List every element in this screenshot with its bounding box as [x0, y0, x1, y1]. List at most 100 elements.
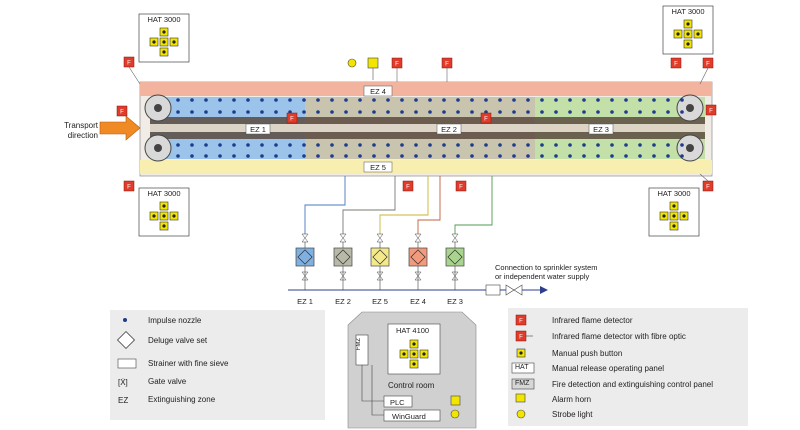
transport-label-1: Transport [64, 121, 99, 130]
roller-left-top [144, 94, 172, 122]
impulse-nozzle [246, 154, 250, 158]
transport-direction: Transport direction [64, 115, 141, 141]
impulse-nozzle [372, 143, 376, 147]
impulse-nozzle [512, 154, 516, 158]
impulse-nozzle [624, 110, 628, 114]
zone-label-ez1: EZ 1 [250, 125, 266, 134]
roller-right-top [676, 94, 704, 122]
impulse-nozzle [288, 98, 292, 102]
impulse-nozzle [652, 143, 656, 147]
impulse-nozzle [204, 154, 208, 158]
impulse-nozzle [456, 143, 460, 147]
deluge-valve-set: EZ 5 [370, 233, 390, 306]
impulse-nozzle [610, 154, 614, 158]
impulse-nozzle [344, 143, 348, 147]
impulse-nozzle [176, 143, 180, 147]
manual-push-button-icon [693, 29, 703, 39]
impulse-nozzle [512, 143, 516, 147]
manual-push-button-icon [159, 211, 169, 221]
flame-detector-letter: F [706, 62, 710, 68]
impulse-nozzle [302, 143, 306, 147]
impulse-nozzle [680, 143, 684, 147]
impulse-nozzle [400, 98, 404, 102]
flame-detector-letter: F [445, 62, 449, 68]
legend-left: [Ẋ] EZ [110, 310, 325, 420]
impulse-nozzle [456, 154, 460, 158]
impulse-nozzle [302, 154, 306, 158]
impulse-nozzle [596, 98, 600, 102]
impulse-nozzle [218, 110, 222, 114]
impulse-nozzle [540, 154, 544, 158]
impulse-nozzle [316, 98, 320, 102]
zone-ez4-band [140, 82, 712, 96]
impulse-nozzle [652, 110, 656, 114]
strainer-icon [485, 284, 501, 296]
gate-valve-icon [505, 284, 515, 296]
impulse-nozzle [470, 110, 474, 114]
impulse-nozzle [176, 98, 180, 102]
impulse-nozzle [666, 143, 670, 147]
zone-label-ez5: EZ 5 [370, 163, 386, 172]
impulse-nozzle [610, 98, 614, 102]
impulse-nozzle [414, 143, 418, 147]
impulse-nozzle [582, 143, 586, 147]
flame-detector-letter: F [395, 62, 399, 68]
manual-push-button-icon [409, 339, 419, 349]
impulse-nozzle [554, 110, 558, 114]
impulse-nozzle [652, 98, 656, 102]
hat-title-top-right: HAT 3000 [671, 7, 704, 16]
impulse-nozzle [526, 154, 530, 158]
impulse-nozzle [456, 110, 460, 114]
manual-push-button-icon [683, 29, 693, 39]
gate-valve-legend-icon: [Ẋ] [118, 378, 128, 387]
impulse-nozzle [680, 110, 684, 114]
impulse-nozzle [274, 143, 278, 147]
impulse-nozzle [540, 143, 544, 147]
strobe-light-icon [347, 58, 357, 68]
impulse-nozzle [190, 154, 194, 158]
impulse-nozzle [288, 154, 292, 158]
hat-panel-top-right [662, 5, 714, 55]
alarm-horn-legend-icon [515, 393, 526, 403]
manual-push-button-icon [683, 19, 693, 29]
impulse-nozzle [190, 143, 194, 147]
valve-zone-label: EZ 3 [447, 297, 463, 306]
impulse-nozzle [358, 143, 362, 147]
hat-panel-top-left [138, 13, 190, 63]
impulse-nozzle [680, 98, 684, 102]
impulse-nozzle [554, 154, 558, 158]
impulse-nozzle [372, 154, 376, 158]
conveyor-tunnel: EZ 4 EZ 5 EZ 1 EZ 2 EZ 3 [139, 81, 713, 177]
impulse-nozzle [358, 110, 362, 114]
water-supply: Connection to sprinkler system or indepe… [288, 263, 598, 296]
pipe-lines [304, 176, 493, 238]
legend-right: F F [508, 308, 748, 426]
impulse-nozzle [428, 154, 432, 158]
impulse-nozzle [330, 110, 334, 114]
manual-push-button-icon [159, 201, 169, 211]
impulse-nozzle [484, 154, 488, 158]
impulse-nozzle [386, 154, 390, 158]
zone-label-ez2: EZ 2 [441, 125, 457, 134]
impulse-nozzle [638, 154, 642, 158]
impulse-nozzle [176, 154, 180, 158]
plc-box [383, 395, 413, 408]
impulse-nozzle [484, 143, 488, 147]
control-strobe-icon [450, 409, 460, 419]
manual-push-button-icon [679, 211, 689, 221]
impulse-nozzle [512, 98, 516, 102]
impulse-nozzle [498, 154, 502, 158]
impulse-nozzle [344, 154, 348, 158]
impulse-nozzle [386, 143, 390, 147]
control-room [347, 311, 477, 429]
impulse-nozzle [610, 143, 614, 147]
impulse-nozzle [484, 98, 488, 102]
impulse-nozzle [232, 143, 236, 147]
impulse-nozzle [400, 110, 404, 114]
flame-detector-letter: F [484, 117, 488, 123]
impulse-nozzle [428, 143, 432, 147]
manual-push-button-icon [669, 211, 679, 221]
impulse-nozzle [526, 143, 530, 147]
impulse-nozzle [470, 143, 474, 147]
